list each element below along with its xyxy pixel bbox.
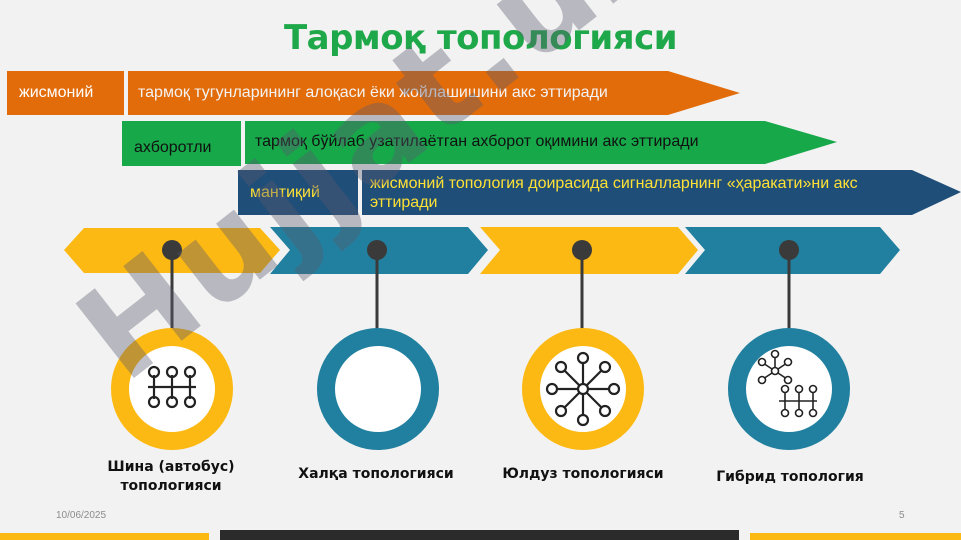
caption-hybrid: Гибрид топология — [716, 469, 864, 485]
label-logical: мантиқий — [238, 170, 358, 215]
hybrid-topology-ring — [728, 328, 850, 450]
page-title: Тармоқ топологияси — [283, 18, 678, 58]
footer-bar-left — [0, 533, 209, 540]
arrow-logical-text: жисмоний топология доирасида сигналларни… — [370, 174, 858, 211]
footer-bar-right — [750, 533, 961, 540]
label-informational: ахборотли — [122, 121, 241, 166]
hybrid-topology-icon — [757, 349, 818, 418]
label-informational-text: ахборотли — [134, 138, 212, 156]
label-physical: жисмоний — [7, 71, 124, 115]
footer-bar-center — [220, 530, 739, 540]
timeline-pins — [162, 240, 799, 335]
arrow-logical — [362, 170, 961, 215]
arrow-informational — [245, 121, 837, 164]
page-number: 5 — [899, 510, 905, 521]
arrow-physical — [128, 71, 740, 115]
label-logical-text: мантиқий — [250, 183, 320, 201]
caption-star: Юлдуз топологияси — [502, 466, 664, 482]
footer-date: 10/06/2025 — [56, 510, 107, 521]
ring-topology-ring — [317, 328, 439, 450]
caption-bus: Шина (автобус) топологияси — [107, 459, 235, 494]
bus-topology-icon — [147, 365, 197, 409]
bus-topology-ring — [111, 328, 233, 450]
arrow-informational-text: тармоқ бўйлаб узатилаётган ахборот оқими… — [255, 133, 699, 150]
caption-ring: Халқа топологияси — [298, 466, 454, 482]
star-topology-icon — [545, 351, 621, 427]
label-physical-text: жисмоний — [19, 84, 94, 101]
star-topology-ring — [522, 328, 644, 450]
arrow-physical-text: тармоқ тугунларининг алоқаси ёки жойлаши… — [138, 84, 608, 101]
